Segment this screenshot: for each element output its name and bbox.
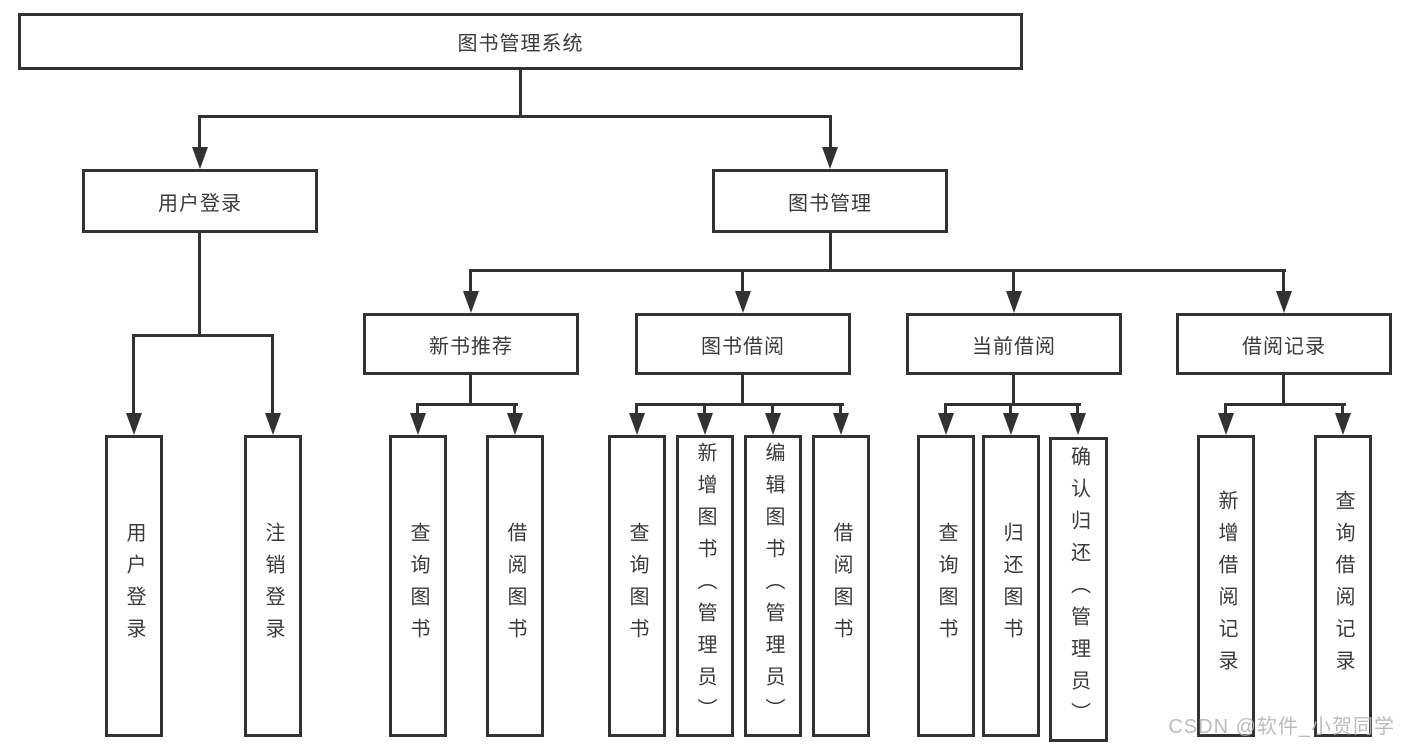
arrowhead-down-icon <box>507 413 523 435</box>
node-borrowing-records: 借阅记录 <box>1176 313 1392 375</box>
arrowhead-down-icon <box>735 291 751 313</box>
node-book-borrowing: 图书借阅 <box>635 313 851 375</box>
node-book-borrowing-label: 图书借阅 <box>701 335 785 358</box>
arrowhead-down-icon <box>1070 413 1086 435</box>
connector-userlogin-bar <box>132 334 274 337</box>
leaf-current-return-books-label: 归还图书 <box>1000 522 1022 650</box>
arrowhead-down-icon <box>1276 291 1292 313</box>
arrowhead-down-icon <box>938 413 954 435</box>
node-borrowing-records-label: 借阅记录 <box>1242 335 1326 358</box>
arrowhead-down-icon <box>1335 413 1351 435</box>
connector-root-drop-left <box>198 115 201 148</box>
connector-userlogin-drop-1 <box>132 334 135 415</box>
connector-borrowing-drop-2 <box>703 403 706 415</box>
leaf-borrowing-query-books: 查询图书 <box>608 435 666 737</box>
connector-borrowing-drop-3 <box>771 403 774 415</box>
arrowhead-down-icon <box>1218 413 1234 435</box>
connector-borrowing-stem <box>741 373 744 406</box>
connector-userlogin-drop-2 <box>271 334 274 415</box>
node-root: 图书管理系统 <box>18 13 1023 70</box>
leaf-records-add-record: 新增借阅记录 <box>1197 435 1255 737</box>
leaf-borrowing-add-books-admin: 新增图书（管理员） <box>676 435 734 737</box>
connector-records-bar <box>1224 403 1346 406</box>
node-user-login-label: 用户登录 <box>158 192 242 215</box>
connector-root-bar <box>198 115 832 118</box>
connector-current-drop-3 <box>1076 403 1079 415</box>
leaf-newbooks-borrow-books-label: 借阅图书 <box>504 522 526 650</box>
leaf-current-confirm-return-admin-label: 确认归还（管理员） <box>1067 445 1090 734</box>
leaf-records-add-record-label: 新增借阅记录 <box>1215 490 1237 682</box>
arrowhead-down-icon <box>822 147 838 169</box>
node-new-book-recommend-label: 新书推荐 <box>429 335 513 358</box>
arrowhead-down-icon <box>1006 291 1022 313</box>
leaf-borrowing-add-books-admin-label: 新增图书（管理员） <box>694 442 716 730</box>
connector-current-drop-1 <box>944 403 947 415</box>
connector-borrowing-bar <box>635 403 844 406</box>
node-current-borrowing-label: 当前借阅 <box>972 335 1056 358</box>
connector-borrowing-drop-1 <box>635 403 638 415</box>
leaf-logout-label: 注销登录 <box>262 522 284 650</box>
leaf-borrowing-borrow-books: 借阅图书 <box>812 435 870 737</box>
connector-userlogin-stem <box>198 231 201 337</box>
connector-current-stem <box>1012 373 1015 406</box>
node-user-login: 用户登录 <box>82 169 318 233</box>
node-root-label: 图书管理系统 <box>457 33 584 55</box>
leaf-logout: 注销登录 <box>244 435 302 737</box>
arrowhead-down-icon <box>192 147 208 169</box>
arrowhead-down-icon <box>833 413 849 435</box>
leaf-borrowing-borrow-books-label: 借阅图书 <box>830 522 852 650</box>
connector-current-bar <box>944 403 1081 406</box>
leaf-records-query-record: 查询借阅记录 <box>1314 435 1372 737</box>
arrowhead-down-icon <box>697 413 713 435</box>
leaf-current-query-books-label: 查询图书 <box>935 522 957 650</box>
leaf-borrowing-edit-books-admin-label: 编辑图书（管理员） <box>762 442 784 730</box>
node-book-management-label: 图书管理 <box>788 192 872 215</box>
node-book-management: 图书管理 <box>712 169 948 233</box>
connector-records-stem <box>1282 373 1285 406</box>
connector-newbooks-bar <box>416 403 518 406</box>
connector-newbooks-drop-1 <box>416 403 419 415</box>
connector-records-drop-1 <box>1224 403 1227 415</box>
connector-bookmgmt-stem <box>829 231 832 272</box>
arrowhead-down-icon <box>126 413 142 435</box>
node-new-book-recommend: 新书推荐 <box>363 313 579 375</box>
connector-root-drop-right <box>829 115 832 148</box>
arrowhead-down-icon <box>1003 413 1019 435</box>
csdn-watermark: CSDN @软件_小贺同学 <box>1168 716 1395 738</box>
leaf-records-query-record-label: 查询借阅记录 <box>1332 490 1354 682</box>
leaf-borrowing-edit-books-admin: 编辑图书（管理员） <box>744 435 802 737</box>
connector-root-stem <box>519 68 522 118</box>
leaf-user-login-label: 用户登录 <box>123 522 145 650</box>
leaf-newbooks-query-books-label: 查询图书 <box>407 522 429 650</box>
connector-bookmgmt-drop-1 <box>469 269 472 293</box>
leaf-current-return-books: 归还图书 <box>982 435 1040 737</box>
connector-bookmgmt-drop-3 <box>1012 269 1015 293</box>
connector-records-drop-2 <box>1341 403 1344 415</box>
arrowhead-down-icon <box>629 413 645 435</box>
connector-newbooks-drop-2 <box>513 403 516 415</box>
arrowhead-down-icon <box>410 413 426 435</box>
connector-bookmgmt-bar <box>469 269 1286 272</box>
leaf-user-login: 用户登录 <box>105 435 163 737</box>
connector-borrowing-drop-4 <box>839 403 842 415</box>
leaf-newbooks-query-books: 查询图书 <box>389 435 447 737</box>
connector-current-drop-2 <box>1009 403 1012 415</box>
leaf-current-query-books: 查询图书 <box>917 435 975 737</box>
arrowhead-down-icon <box>265 413 281 435</box>
leaf-borrowing-query-books-label: 查询图书 <box>626 522 648 650</box>
connector-bookmgmt-drop-4 <box>1282 269 1285 293</box>
leaf-newbooks-borrow-books: 借阅图书 <box>486 435 544 737</box>
arrowhead-down-icon <box>765 413 781 435</box>
connector-newbooks-stem <box>469 373 472 406</box>
leaf-current-confirm-return-admin: 确认归还（管理员） <box>1049 437 1108 742</box>
connector-bookmgmt-drop-2 <box>741 269 744 293</box>
node-current-borrowing: 当前借阅 <box>906 313 1122 375</box>
arrowhead-down-icon <box>463 291 479 313</box>
